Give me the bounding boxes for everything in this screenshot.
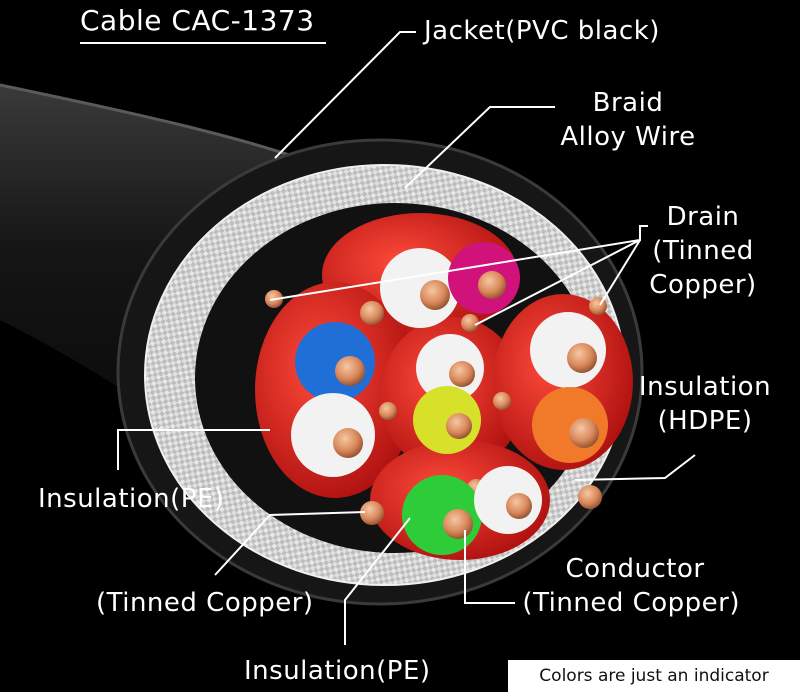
- label-conductor-line1: Conductor: [565, 554, 705, 584]
- leader-insulation-pe-left: [117, 429, 270, 470]
- label-drain: Drain (Tinned Copper): [648, 200, 758, 302]
- conductor-yellow: [413, 386, 481, 454]
- label-drain-line2: (Tinned: [652, 236, 754, 266]
- conductor-green: [402, 475, 482, 555]
- conductor-white-left: [291, 393, 375, 477]
- leader-drain-1: [269, 225, 648, 301]
- conductor-blue: [295, 322, 375, 402]
- leader-tinned-left: [214, 511, 366, 576]
- leader-drain-2: [599, 239, 641, 306]
- leader-insulation-pe-bottom: [344, 517, 411, 645]
- label-tinned-copper-left: (Tinned Copper): [96, 588, 314, 618]
- conductor-white-bottom: [474, 466, 542, 534]
- conductor-white-right: [530, 312, 606, 388]
- label-conductor: Conductor (Tinned Copper): [510, 552, 740, 620]
- leader-conductor: [464, 530, 515, 604]
- label-conductor-line2: (Tinned Copper): [522, 588, 740, 618]
- label-braid-line1: Braid: [592, 88, 664, 118]
- label-drain-line3: Copper): [649, 270, 757, 300]
- conductor-orange: [532, 387, 608, 463]
- color-disclaimer-note: Colors are just an indicator: [508, 660, 800, 692]
- label-drain-line1: Drain: [666, 202, 740, 232]
- leader-lines: [117, 31, 696, 645]
- label-insulation-pe-bottom: Insulation(PE): [244, 656, 431, 686]
- conductor-white-center: [416, 334, 484, 402]
- leader-hdpe: [574, 454, 696, 481]
- diagram-title: Cable CAC-1373: [80, 4, 315, 37]
- leader-drain-3: [474, 239, 641, 326]
- label-insulation-hdpe-line1: Insulation: [638, 372, 772, 402]
- label-jacket: Jacket(PVC black): [424, 16, 660, 46]
- title-underline: [80, 42, 326, 44]
- leader-jacket: [274, 31, 416, 159]
- label-insulation-pe-left: Insulation(PE): [38, 484, 225, 514]
- leader-braid: [404, 106, 555, 189]
- conductor-magenta: [448, 242, 520, 314]
- label-insulation-hdpe-line2: (HDPE): [657, 406, 753, 436]
- conductor-white-top: [380, 248, 460, 328]
- label-braid-line2: Alloy Wire: [560, 122, 696, 152]
- label-braid: Braid Alloy Wire: [560, 86, 696, 154]
- label-insulation-hdpe: Insulation (HDPE): [630, 370, 780, 438]
